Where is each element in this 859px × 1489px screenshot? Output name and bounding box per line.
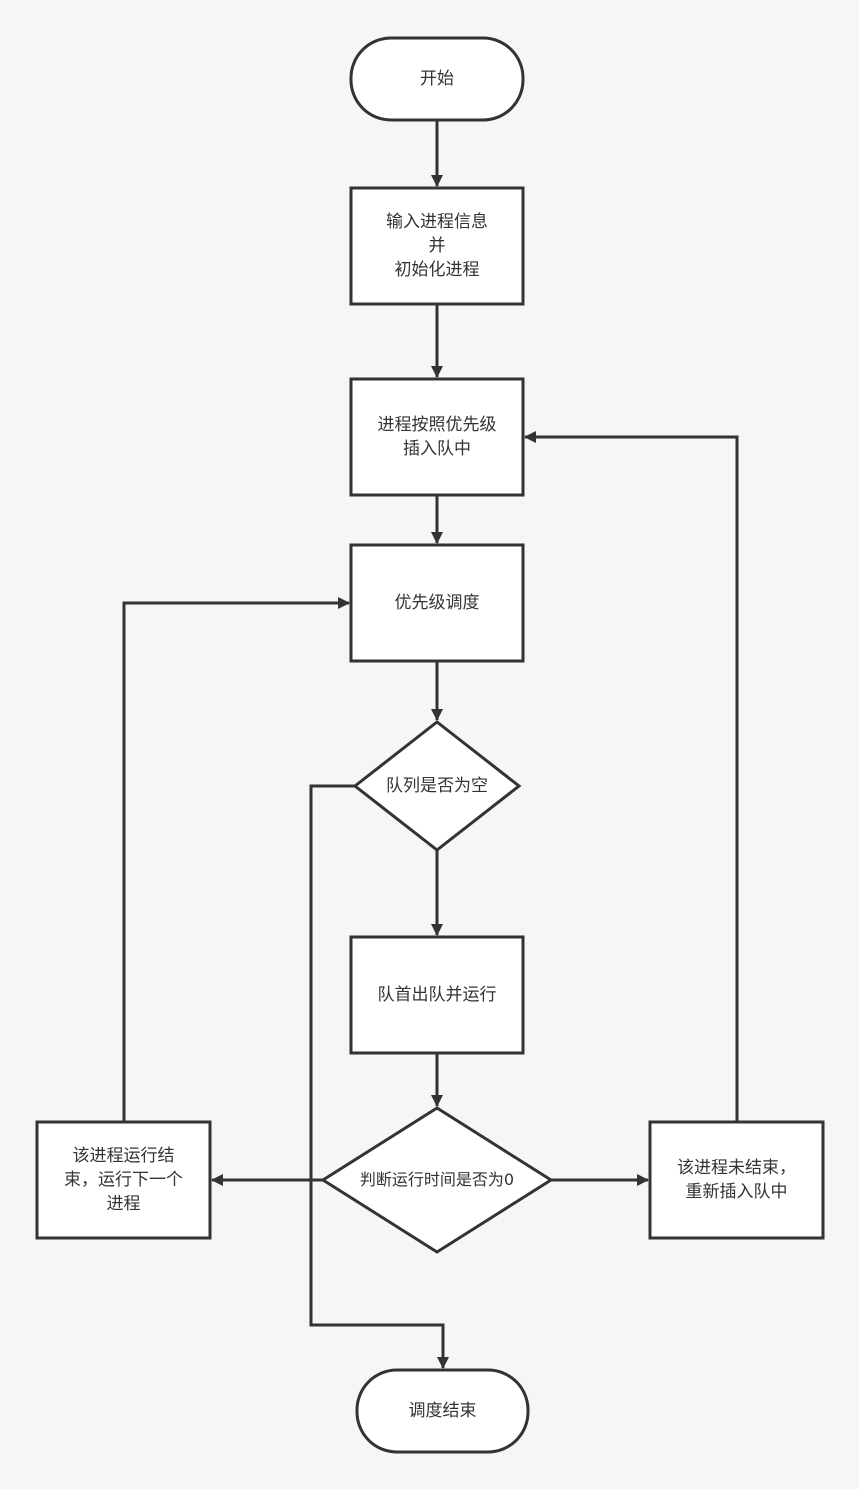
process-done-box: [35, 1120, 212, 1240]
edge-done-back-to-schedule: [122, 597, 350, 1122]
end-terminal: [355, 1368, 530, 1454]
edge-queue-empty-to-end: [309, 784, 449, 1369]
dequeue-run-box: [349, 935, 525, 1055]
queue-empty-diamond: [352, 720, 522, 852]
insert-priority-box: [349, 377, 525, 497]
edge-not-done-back-to-insert: [524, 431, 739, 1122]
priority-schedule-box: [349, 543, 525, 663]
process-not-done-box: [648, 1120, 825, 1240]
input-init-box: [349, 186, 525, 306]
runtime-zero-diamond: [320, 1106, 554, 1254]
start-terminal: [349, 36, 525, 122]
